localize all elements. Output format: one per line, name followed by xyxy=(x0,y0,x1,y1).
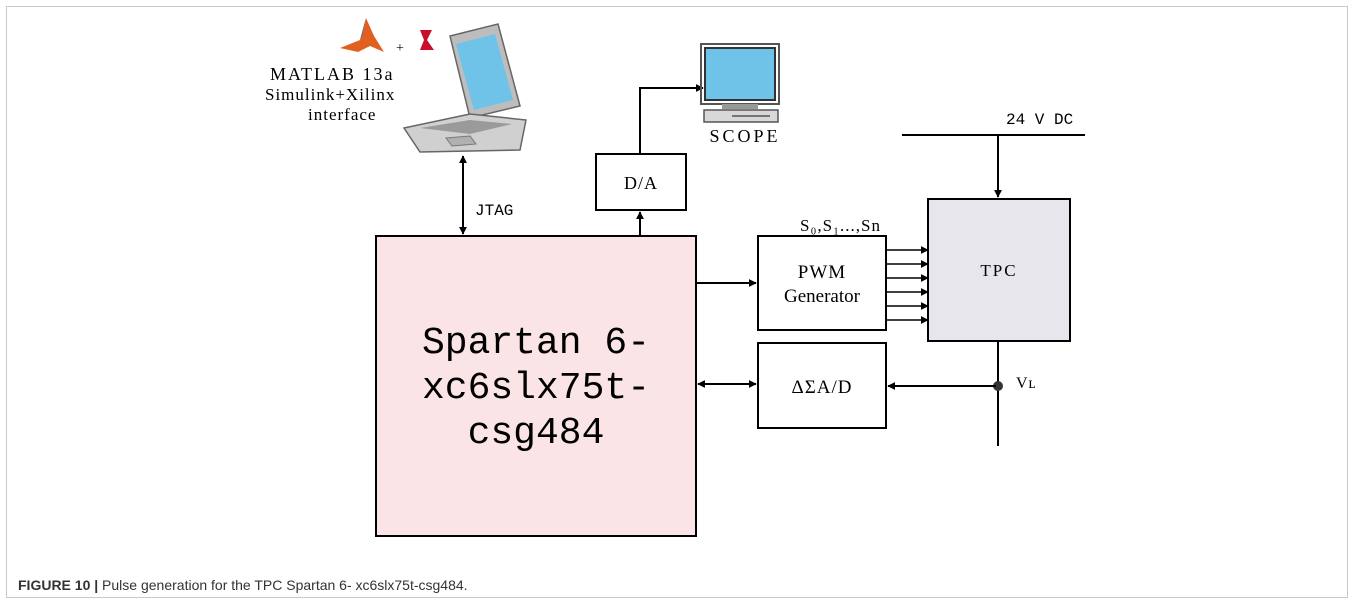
supply-label: 24 V DC xyxy=(1006,111,1073,129)
laptop-icon xyxy=(404,24,526,152)
vl-label: Vʟ xyxy=(1016,375,1036,392)
da-label: D/A xyxy=(624,173,658,193)
generator-label: Generator xyxy=(784,286,861,307)
scope-computer-icon xyxy=(701,44,779,122)
scope-label: SCOPE xyxy=(709,126,780,146)
matlab-logo-icon xyxy=(340,18,384,52)
matlab-label: MATLAB 13a xyxy=(270,64,395,84)
interface-label: interface xyxy=(308,105,376,124)
fpga-label-line2: xc6slx75t- xyxy=(422,367,650,410)
switch-signal-arrows xyxy=(886,250,928,320)
fpga-label-line1: Spartan 6- xyxy=(422,322,650,365)
caption-text: Pulse generation for the TPC Spartan 6- … xyxy=(98,577,467,593)
plus-sign: + xyxy=(396,41,404,56)
adc-label: ΔΣA/D xyxy=(792,377,853,398)
pwm-label: PWM xyxy=(798,262,846,283)
jtag-label: JTAG xyxy=(475,202,513,220)
simulink-xilinx-label: Simulink+Xilinx xyxy=(265,85,395,104)
da-to-scope-arrow xyxy=(640,88,703,154)
tpc-label: TPC xyxy=(980,261,1017,280)
switches-label: S₀,S₁...,Sn xyxy=(800,216,881,235)
pwm-generator-block xyxy=(758,236,886,330)
xilinx-logo-icon xyxy=(420,30,434,50)
fpga-label-line3: csg484 xyxy=(468,412,605,455)
figure-caption: FIGURE 10 | Pulse generation for the TPC… xyxy=(18,577,468,593)
caption-label: FIGURE 10 | xyxy=(18,577,98,593)
